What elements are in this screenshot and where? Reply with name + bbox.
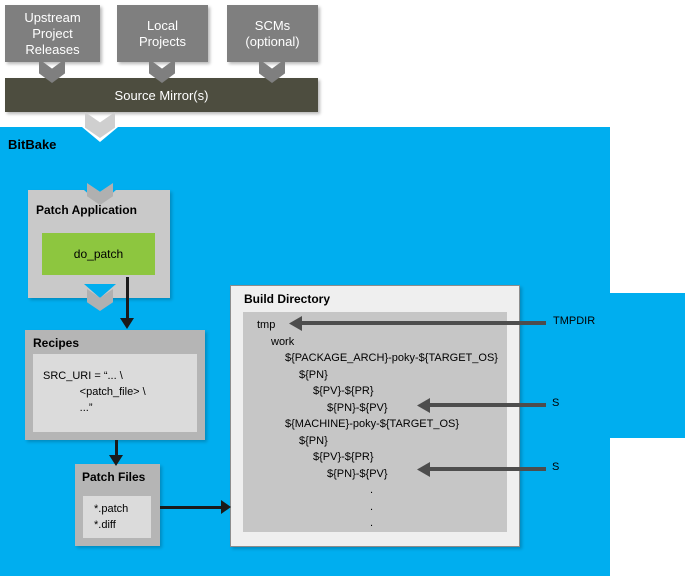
bitbake-label: BitBake [8,137,57,152]
source-mirror-bar: Source Mirror(s) [5,78,318,112]
build-directory-title: Build Directory [244,292,331,306]
tree-line: ${PACKAGE_ARCH}-poky-${TARGET_OS} [285,352,498,364]
do-patch-task-box: do_patch [42,233,155,275]
tree-line: ${PN} [299,368,328,381]
flow-arrow-do-patch-to-recipes [126,277,129,322]
patch-files-list: *.patch *.diff [83,496,151,538]
build-directory-inner-panel [243,312,507,532]
s-label: S [552,397,560,409]
do-patch-label: do_patch [73,247,124,261]
scms-box: SCMs (optional) [227,5,318,62]
tree-line: . [370,500,374,513]
tmpdir-label: TMPDIR [553,315,596,327]
upstream-project-releases-box: Upstream Project Releases [5,5,100,62]
tree-line: ${PV}-${PR} [313,451,374,463]
tree-line: . [370,517,374,529]
tree-line: ${PN}-${PV} [327,401,388,414]
tmpdir-arrow [300,321,546,325]
patch-application-title: Patch Application [36,203,137,217]
tree-line: ${PV}-${PR} [313,385,374,397]
tree-line: ${PN} [299,434,328,447]
src-uri-code: SRC_URI = “... \ <patch_file> \ ...” [43,370,146,414]
recipes-inner-panel [33,354,197,432]
upstream-project-releases-label: Upstream Project Releases [24,9,81,57]
arrowhead-down-icon [120,318,134,329]
scms-label: SCMs (optional) [245,17,300,49]
tree-line: ${MACHINE}-poky-${TARGET_OS} [285,418,460,430]
local-projects-label: Local Projects [139,17,186,49]
bitbake-area-tab [609,293,685,438]
flow-arrow-patch-files-to-build-directory [160,506,222,509]
down-chevron-icon [87,289,113,311]
flow-arrow-recipes-to-patch-files [115,440,118,457]
tree-line: work [271,335,295,348]
arrowhead-right-icon [221,500,231,514]
arrowhead-down-icon [109,455,123,466]
s-arrow [428,467,546,471]
directory-tree: tmp work ${PACKAGE_ARCH}-poky-${TARGET_O… [243,317,507,532]
tree-line: tmp [257,319,276,331]
tree-line: . [370,484,374,496]
patch-files-title: Patch Files [82,470,146,484]
source-mirror-label: Source Mirror(s) [114,87,209,103]
down-chevron-icon [87,183,113,205]
recipes-title: Recipes [33,336,80,350]
tree-line: ${PN}-${PV} [327,467,388,480]
s-arrow [428,403,546,407]
local-projects-box: Local Projects [117,5,208,62]
s-label: S [552,461,560,473]
